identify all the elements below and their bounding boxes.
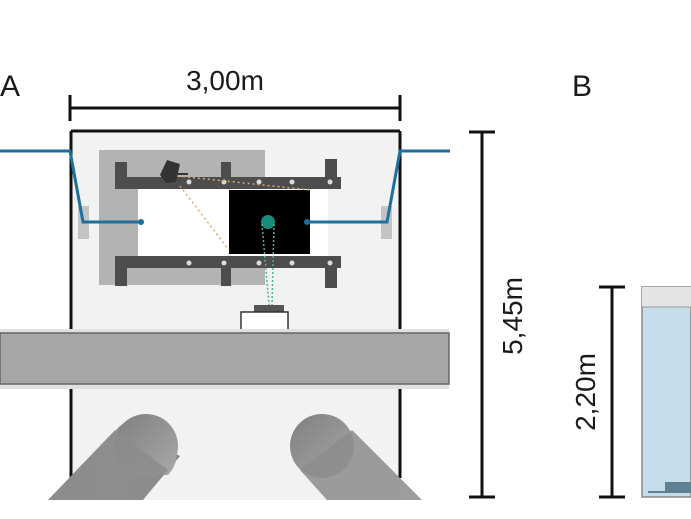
water-tank-b [641,286,691,498]
inflow-pipe-left [48,414,180,500]
laser-beam [177,175,311,251]
suspension-rope-right [304,149,450,239]
height-dimension-a: 5,45m [469,130,528,499]
height-dimension-b: 2,20m [570,285,625,499]
panel-label-b: B [572,70,592,103]
sphere-object [261,215,275,229]
width-label: 3,00m [186,65,264,96]
camera-field-of-view [261,223,275,306]
rail-bolts [186,179,333,266]
height-label-a: 5,45m [497,277,528,355]
height-label-b: 2,20m [570,353,601,431]
support-beam [0,329,450,389]
suspension-rope-left [0,149,144,239]
inflow-pipe-right [290,414,422,500]
width-dimension: 3,00m [68,65,402,121]
panel-label-a: A [0,70,20,103]
laser-device-icon [160,160,188,183]
